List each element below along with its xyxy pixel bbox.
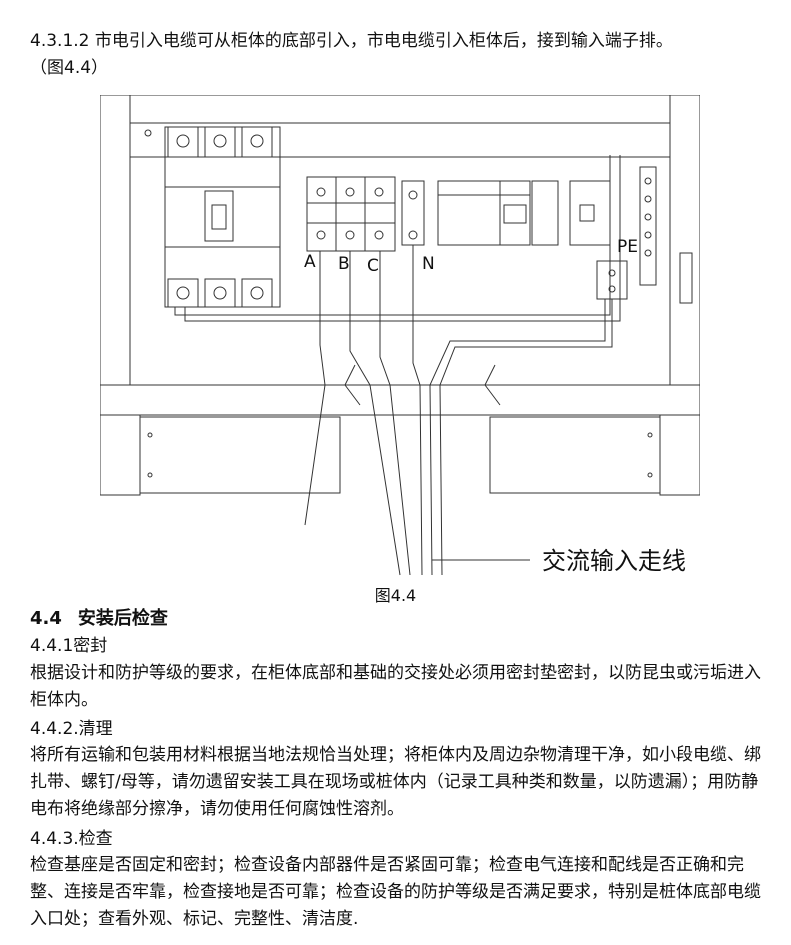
figure-caption: 图4.4: [374, 586, 417, 605]
label-phase-a: A: [304, 252, 316, 272]
subsection-title-seal: 4.4.1密封: [30, 636, 108, 656]
section-number: 4.4: [30, 608, 62, 629]
subsection-body-inspection: 检查基座是否固定和密封；检查设备内部器件是否紧固可靠；检查电气连接和配线是否正确…: [30, 855, 761, 929]
label-pe: PE: [617, 237, 638, 257]
intro-line-1: 4.3.1.2 市电引入电缆可从柜体的底部引入，市电电缆引入柜体后，接到输入端子…: [30, 31, 673, 51]
intro-line-2: （图4.4）: [30, 58, 109, 78]
section-heading: 4.4 安装后检查: [30, 604, 168, 630]
cable-entry-diagram: A B C N PE 交流输入走线: [100, 95, 700, 576]
label-phase-c: C: [367, 256, 379, 276]
label-phase-b: B: [338, 254, 350, 274]
section-title: 安装后检查: [77, 608, 168, 629]
subsection-title-cleanup: 4.4.2.清理: [30, 719, 113, 739]
subsection-title-inspection: 4.4.3.检查: [30, 829, 113, 849]
intro-paragraph: 4.3.1.2 市电引入电缆可从柜体的底部引入，市电电缆引入柜体后，接到输入端子…: [30, 28, 770, 82]
callout-ac-input-wiring: 交流输入走线: [542, 547, 686, 575]
subsection-body-seal: 根据设计和防护等级的要求，在柜体底部和基础的交接处必须用密封垫密封，以防昆虫或污…: [30, 663, 761, 710]
subsection-body-cleanup: 将所有运输和包装用材料根据当地法规恰当处理；将柜体内及周边杂物清理干净，如小段电…: [30, 745, 761, 819]
label-neutral: N: [422, 254, 435, 274]
